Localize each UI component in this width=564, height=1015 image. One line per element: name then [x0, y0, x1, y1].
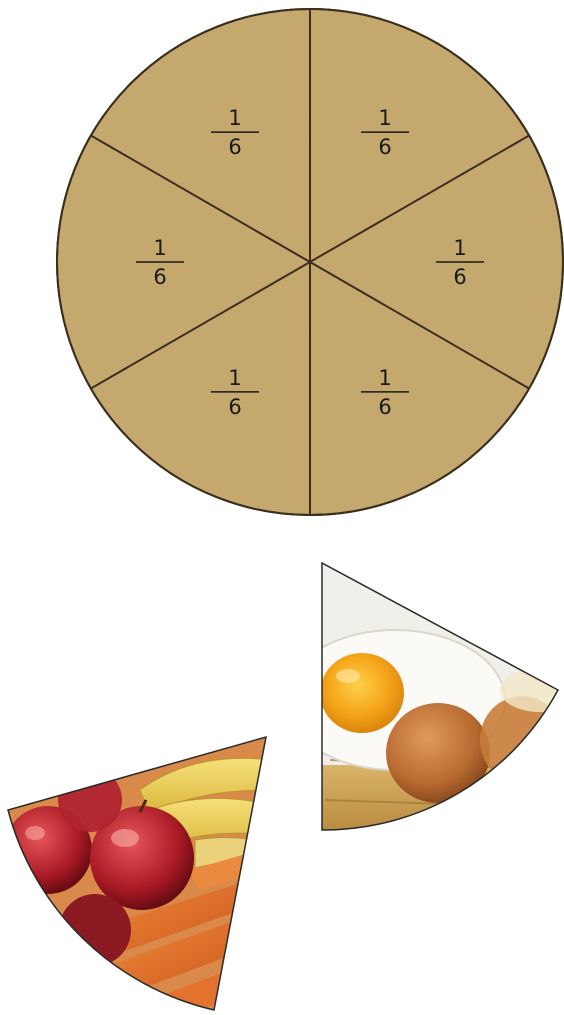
fruit-veg-slice: [4, 735, 270, 1015]
fraction-denominator: 6: [228, 395, 241, 419]
eggs-slice: [285, 560, 564, 835]
fraction-numerator: 1: [378, 366, 391, 390]
fraction-denominator: 6: [378, 135, 391, 159]
apple: [59, 894, 131, 966]
fraction-denominator: 6: [153, 265, 166, 289]
apple: [58, 768, 122, 832]
fraction-numerator: 1: [228, 366, 241, 390]
fraction-circle: 1 6 1 6 1 6 1 6 1 6 1 6: [57, 9, 563, 515]
fraction-denominator: 6: [378, 395, 391, 419]
fraction-numerator: 1: [153, 236, 166, 260]
fraction-denominator: 6: [228, 135, 241, 159]
brown-egg: [386, 703, 490, 803]
fraction-numerator: 1: [228, 106, 241, 130]
fraction-denominator: 6: [453, 265, 466, 289]
fraction-numerator: 1: [378, 106, 391, 130]
egg-yolk: [320, 653, 404, 733]
fraction-numerator: 1: [453, 236, 466, 260]
